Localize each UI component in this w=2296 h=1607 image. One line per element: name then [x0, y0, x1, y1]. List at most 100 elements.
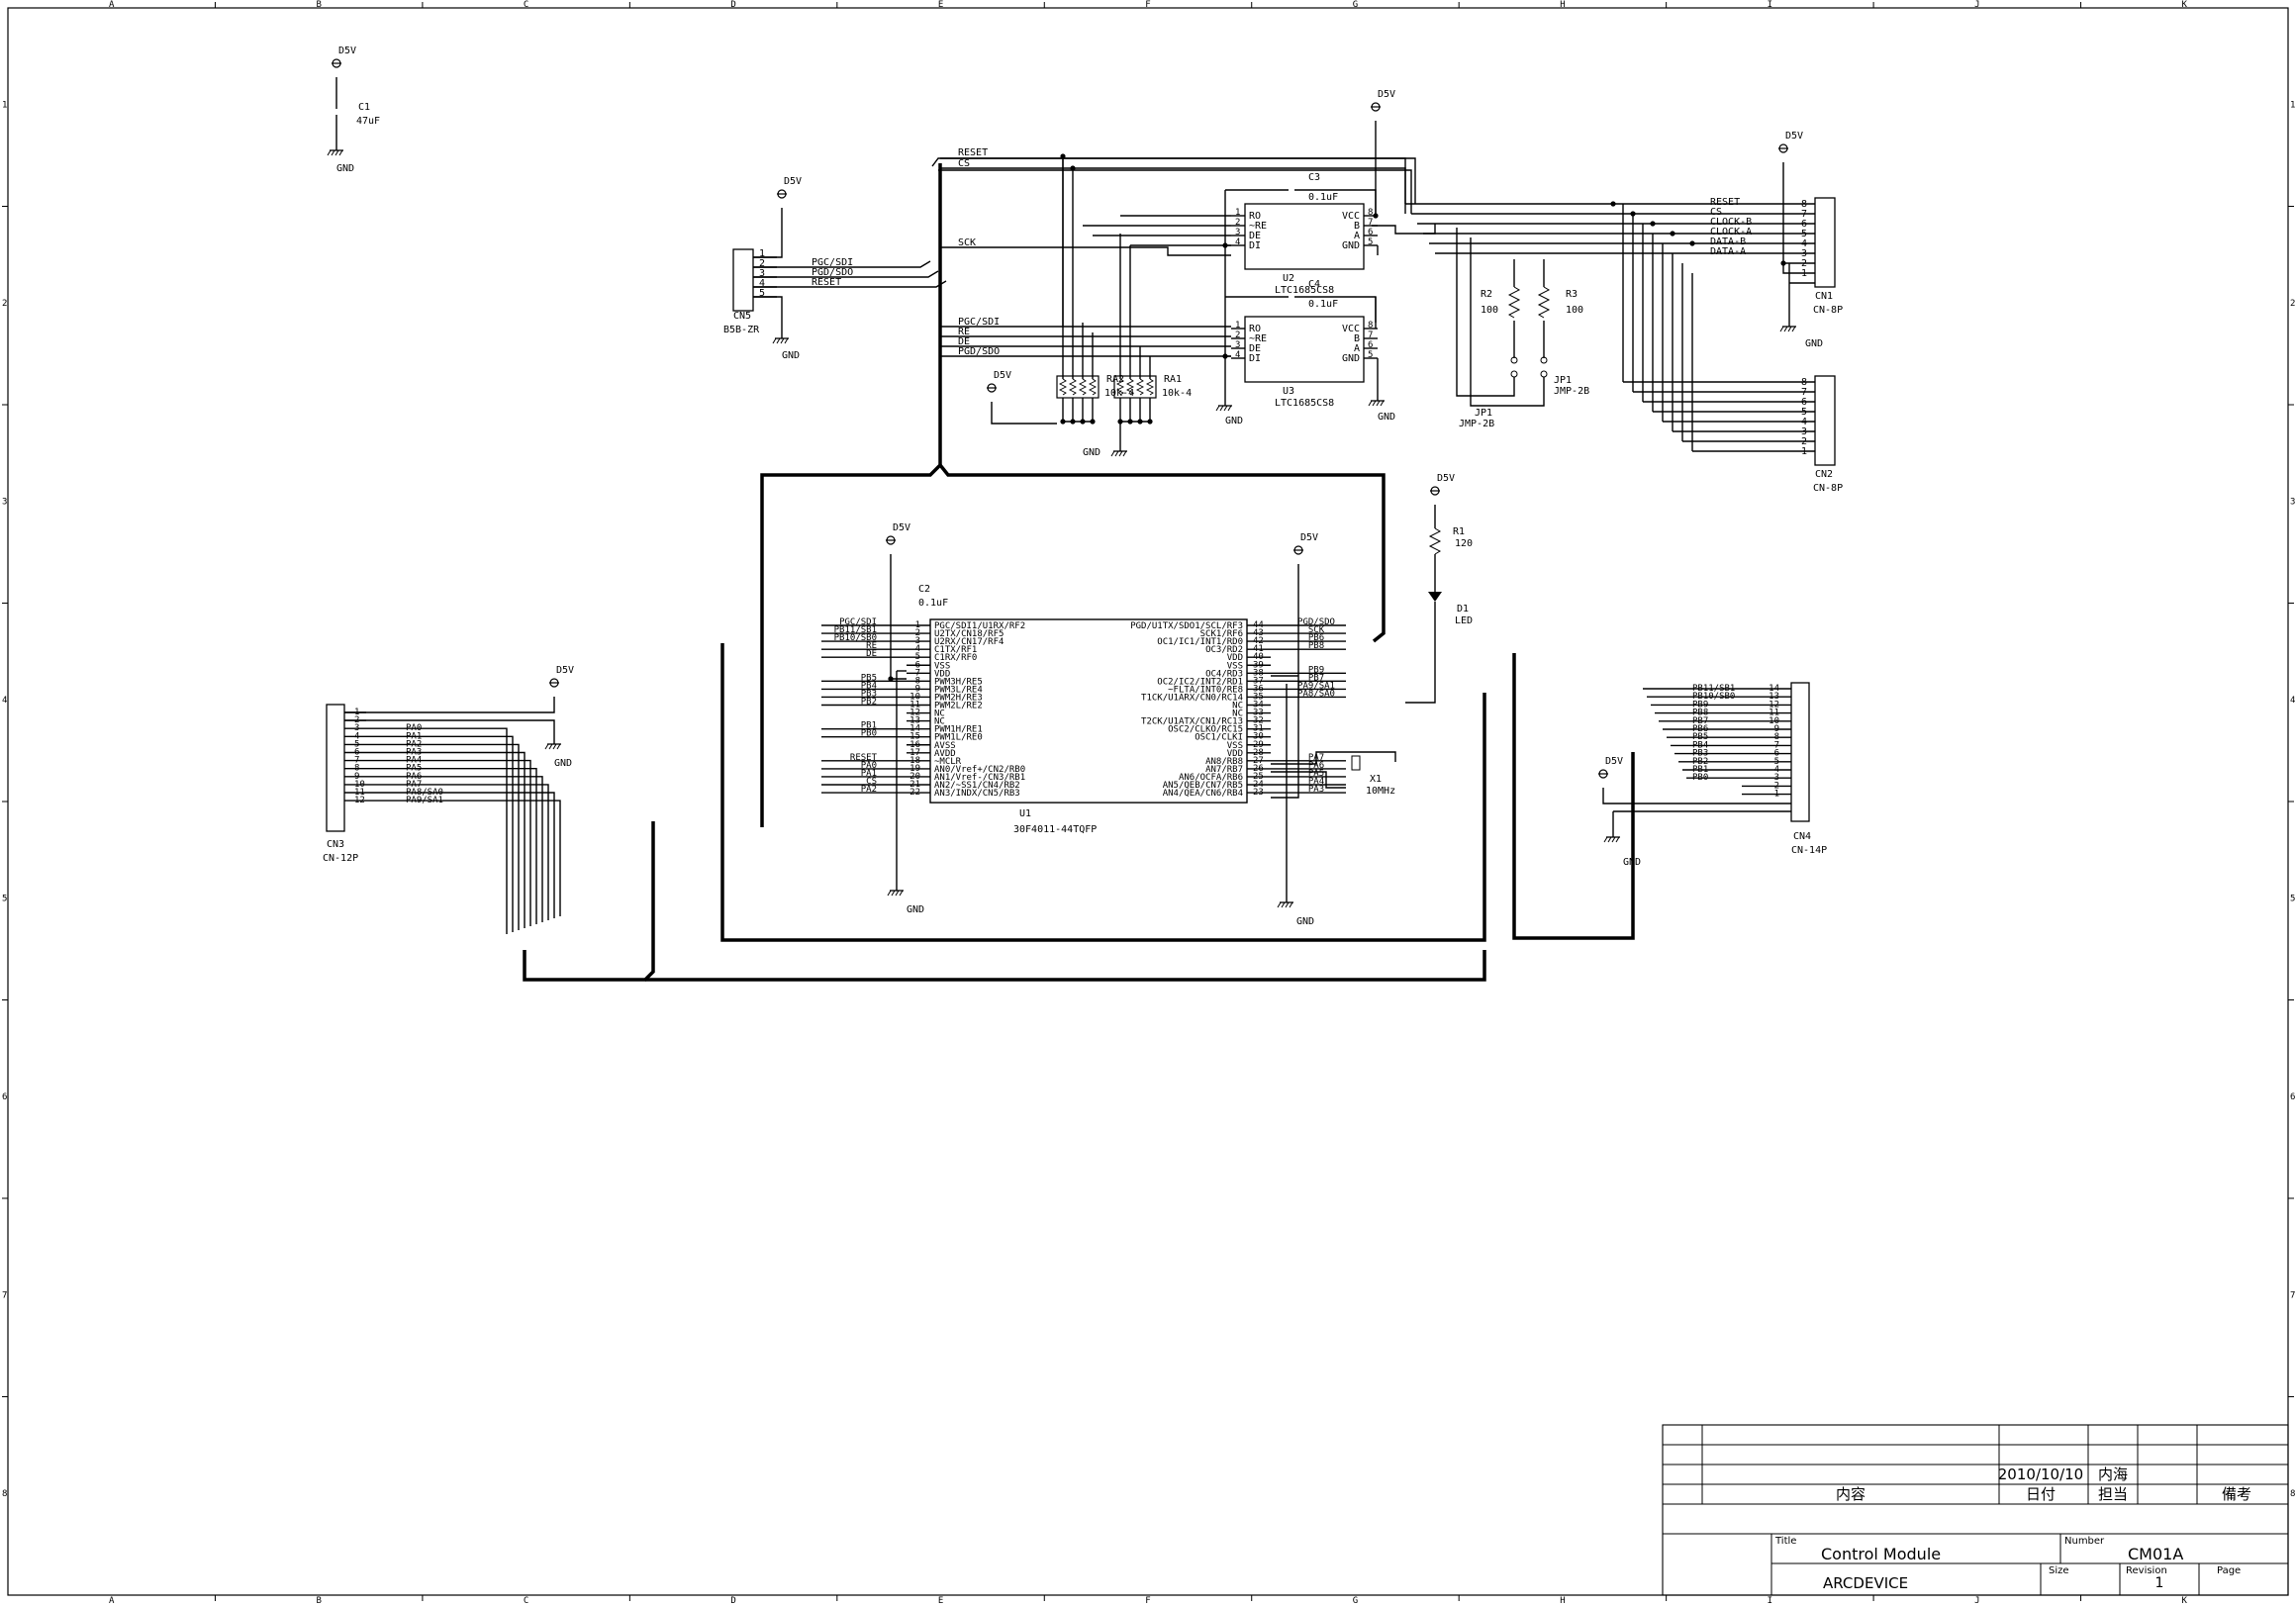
zone-row-label: 1 — [2290, 100, 2295, 110]
pin-number: 35 — [1253, 692, 1264, 702]
pin-name: C1TX/RF1 — [934, 645, 977, 655]
ref-label: C1 — [358, 102, 370, 113]
pin-number: 23 — [1253, 788, 1264, 798]
power-label: D5V — [338, 46, 356, 56]
pin-number: 2 — [1801, 436, 1807, 447]
net-label: PA8/SA0 — [1297, 689, 1335, 699]
wire — [1782, 162, 1815, 274]
pin-name: T2CK/U1ATX/CN1/RC13 — [1141, 717, 1243, 727]
power-label: D5V — [1378, 89, 1395, 100]
zone-row-label: 6 — [2290, 1092, 2295, 1102]
pin-number: 40 — [1253, 652, 1264, 662]
power-symbol-d5v: D5V — [1598, 756, 1623, 779]
pin-number: 11 — [354, 788, 365, 798]
pin-number: 4 — [759, 278, 765, 289]
resistor-zigzag — [1145, 378, 1155, 396]
pin-name: AVSS — [934, 741, 956, 751]
power-symbol-d5v: D5V — [1293, 532, 1318, 555]
ground-hatch — [1787, 326, 1792, 332]
pin-name: PWM3H/RE5 — [934, 677, 983, 687]
pin-name: OC2/IC2/INT2/RD1 — [1157, 677, 1243, 687]
resistor-zigzag — [1537, 286, 1551, 319]
pin-name: NC — [934, 717, 945, 727]
pin-number: 44 — [1253, 620, 1264, 630]
ground-hatch — [780, 337, 785, 344]
pin-name: VSS — [1227, 661, 1243, 671]
net-label: DE — [866, 649, 877, 659]
junction-dot — [1689, 240, 1695, 246]
pin-number: 17 — [909, 748, 920, 758]
net-label: PA6 — [1308, 761, 1324, 771]
ground-hatch — [1603, 836, 1608, 843]
pin-number: 5 — [1368, 350, 1373, 360]
wire — [366, 727, 508, 934]
pin-name: PWM3L/RE4 — [934, 685, 983, 695]
u3-body — [1244, 316, 1365, 383]
value-label: 0.1uF — [918, 598, 948, 609]
net-label: PB7 — [1692, 716, 1708, 726]
net-label: PB0 — [861, 729, 877, 739]
pin-name: RO — [1249, 324, 1261, 334]
pin-name: C1RX/RF0 — [934, 653, 977, 663]
ground-hatch — [895, 890, 900, 897]
net-label: PB2 — [861, 698, 877, 708]
pin-number: 19 — [909, 764, 920, 774]
wire — [1271, 771, 1346, 789]
value-label: 30F4011-44TQFP — [1013, 824, 1097, 835]
pin-number: 8 — [354, 764, 359, 774]
pin-number: 3 — [1774, 773, 1779, 783]
pin-number: 10 — [1769, 716, 1779, 726]
pin-number: 2 — [759, 258, 765, 269]
pin-number: 3 — [354, 723, 359, 733]
ground-hatch — [1114, 450, 1119, 457]
zone-column-label: K — [2182, 1596, 2188, 1603]
junction-dot — [1610, 201, 1616, 207]
ground-hatch — [1615, 836, 1620, 843]
net-label: DATA-B — [1710, 236, 1746, 247]
power-symbol-d5v: D5V — [987, 370, 1011, 393]
net-label: PB5 — [1692, 732, 1708, 742]
pin-name: ~FLTA/INT0/RE8 — [1168, 685, 1243, 695]
net-label: PA1 — [861, 769, 877, 779]
ground-label: GND — [1623, 857, 1641, 868]
ref-label: CN4 — [1793, 831, 1811, 842]
pin-number: 1 — [1774, 790, 1779, 800]
value-label: 120 — [1455, 538, 1473, 549]
pin-number: 24 — [1253, 780, 1264, 790]
connector-body — [1790, 682, 1810, 822]
pin-number: 6 — [1801, 397, 1807, 408]
pin-name: AN2/~SS1/CN4/RB2 — [934, 781, 1020, 791]
power-label: D5V — [1785, 131, 1803, 142]
pin-number: 16 — [909, 740, 920, 750]
pin-number: 6 — [915, 660, 920, 670]
ref-label: D1 — [1457, 604, 1469, 614]
wire — [366, 792, 555, 918]
pin-number: 2 — [354, 715, 359, 725]
ground-symbol: GND — [327, 149, 354, 174]
pin-number: 7 — [1801, 387, 1807, 398]
pin-name: OC3/RD2 — [1205, 645, 1243, 655]
net-label: PB9 — [1308, 665, 1324, 675]
value-label: CN-8P — [1813, 483, 1843, 494]
pin-number: 4 — [1235, 237, 1240, 247]
wire — [1271, 751, 1396, 765]
drawing-number: CM01A — [2128, 1545, 2183, 1563]
pin-name: PGC/SDI1/U1RX/RF2 — [934, 621, 1025, 631]
wire — [344, 719, 555, 744]
ref-label: JP1 — [1554, 375, 1572, 386]
zone-row-label: 3 — [2290, 497, 2295, 507]
ground-hatch — [335, 149, 339, 156]
net-label: RE — [866, 641, 877, 651]
wire — [940, 167, 1406, 214]
ref-label: R2 — [1481, 289, 1492, 300]
led-symbol — [1428, 592, 1442, 602]
net-label: PB11/SB1 — [834, 625, 877, 635]
pin-name: SCK1/RF6 — [1200, 629, 1243, 639]
value-label: 10MHz — [1366, 786, 1395, 797]
ref-label: CN2 — [1815, 469, 1833, 480]
net-label: PGC/SDI — [812, 257, 853, 268]
ground-hatch — [544, 743, 549, 750]
pin-name: PGD/U1TX/SDO1/SCL/RF3 — [1130, 621, 1243, 631]
